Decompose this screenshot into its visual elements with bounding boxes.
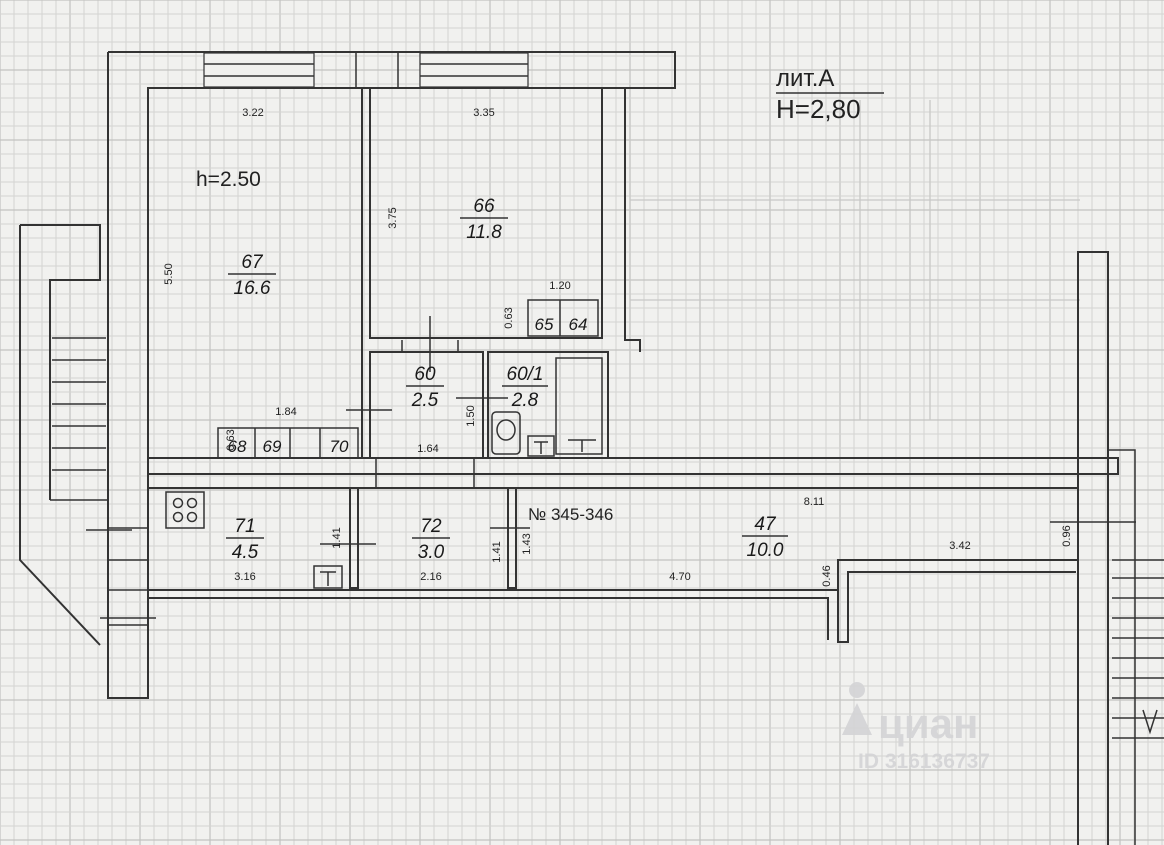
liter-label: лит.А (776, 65, 834, 92)
toilet (491, 411, 521, 455)
dimension: 1.50 (465, 405, 477, 426)
table-bleed (629, 100, 1080, 420)
right-stair-treads (1112, 577, 1164, 739)
room-71-number: 71 (234, 516, 255, 537)
dimension: 3.42 (949, 540, 970, 552)
walls (19, 51, 1164, 845)
room-66-number: 66 (473, 196, 495, 217)
room-60-area: 2.5 (411, 390, 439, 411)
room-72-number: 72 (420, 516, 442, 537)
apartment-number: № 345-346 (528, 505, 613, 524)
room-60-1-number: 60/1 (507, 364, 544, 385)
dimension: 1.20 (549, 280, 570, 292)
dimension: 3.75 (387, 207, 399, 228)
fixtures (165, 357, 603, 589)
room-60-1-area: 2.8 (511, 390, 539, 411)
closet-64-number: 64 (569, 315, 588, 334)
dimension: 0.96 (1061, 525, 1073, 546)
closet-70-number: 70 (330, 437, 349, 456)
cian-logo-icon (842, 682, 872, 735)
room-47-number: 47 (754, 514, 777, 535)
dimension: 8.11 (804, 496, 825, 508)
dimension: 1.41 (331, 527, 343, 548)
watermark: циан ID 316136737 (842, 682, 990, 773)
closet-65-number: 65 (535, 315, 554, 334)
room-67-number: 67 (241, 252, 264, 273)
dimension: 2.16 (420, 571, 441, 583)
room-71-area: 4.5 (232, 542, 259, 563)
dimension: 3.16 (234, 571, 255, 583)
dimension: 3.35 (473, 107, 494, 119)
window (203, 52, 315, 88)
bathtub (555, 357, 603, 455)
room-47-area: 10.0 (747, 540, 784, 561)
dimension: 1.41 (491, 541, 503, 562)
ceiling-height-label: H=2,80 (776, 94, 861, 124)
dimension: 0.46 (821, 565, 833, 586)
kitchen-sink (313, 565, 343, 589)
room-72-area: 3.0 (418, 542, 445, 563)
room-67-area: 16.6 (234, 278, 271, 299)
room-60-number: 60 (414, 364, 436, 385)
stove-icon (165, 491, 205, 529)
closet-69-number: 69 (263, 437, 282, 456)
watermark-brand: циан (878, 700, 978, 747)
dimension: 1.84 (275, 406, 296, 418)
dimension: 4.70 (669, 571, 690, 583)
closet-68-number: 68 (228, 437, 247, 456)
sink (527, 435, 555, 457)
room-66-area: 11.8 (466, 222, 502, 243)
dimension: 5.50 (163, 263, 175, 284)
dimension: 1.64 (417, 443, 438, 455)
dimension: 3.22 (242, 107, 263, 119)
room-dividers (226, 217, 788, 539)
window (419, 52, 529, 88)
watermark-id: ID 316136737 (858, 750, 990, 773)
room-height-note: h=2.50 (196, 168, 261, 191)
left-stair-treads (52, 337, 156, 626)
dimension: 1.43 (521, 533, 533, 554)
dimension: 0.63 (503, 307, 515, 328)
dimension: 0.63 (225, 429, 237, 450)
